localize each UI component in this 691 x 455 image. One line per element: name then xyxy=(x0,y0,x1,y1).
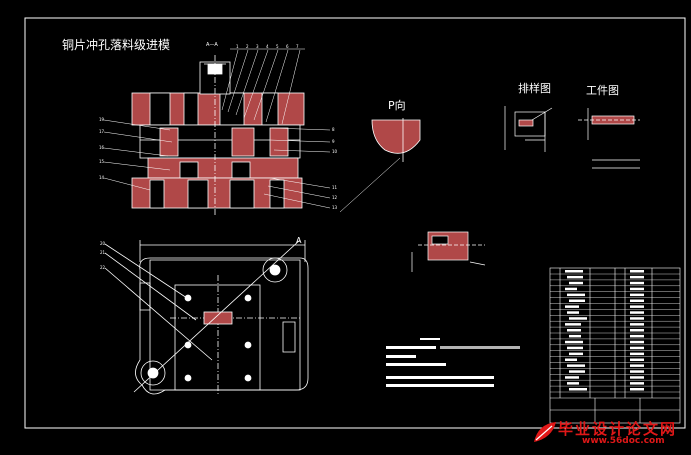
bom-row-text xyxy=(567,293,585,297)
plan_numbers-number: 21 xyxy=(100,250,106,255)
plan_numbers-number: 20 xyxy=(100,241,106,246)
bom-row-material xyxy=(630,287,644,291)
left-leaders xyxy=(103,119,173,191)
section-mark-label: A—A xyxy=(206,42,218,48)
right_numbers-number: 11 xyxy=(332,185,338,190)
left_numbers-number: 15 xyxy=(99,159,105,164)
bom-row-material xyxy=(630,364,644,367)
left_numbers-number: 16 xyxy=(99,145,105,150)
bom-row-text xyxy=(565,323,581,326)
watermark-text: 毕业设计论文网 xyxy=(558,420,678,438)
bom-row-text xyxy=(567,364,585,367)
bom-row-material xyxy=(630,329,644,332)
strip-layout-label: 排样图 xyxy=(518,82,551,95)
bom-row-material xyxy=(630,323,644,326)
bom-row-material xyxy=(630,293,644,297)
bom-row-text xyxy=(565,376,579,379)
title-block-table xyxy=(549,267,681,424)
bom-row-text xyxy=(569,299,585,302)
bom-row-material xyxy=(630,370,644,373)
bom-row-material xyxy=(630,334,644,338)
sheet-border xyxy=(24,17,686,429)
site-watermark: 毕业设计论文网 www.56doc.com xyxy=(528,416,688,450)
top_numbers-number: 4 xyxy=(266,44,269,49)
right_numbers-number: 13 xyxy=(332,205,338,210)
section-view-assembly xyxy=(131,55,305,215)
bom-row-material xyxy=(630,382,644,385)
bom-row-material xyxy=(630,340,644,344)
bom-row-text xyxy=(567,275,583,279)
bom-row-material xyxy=(630,275,644,279)
left_numbers-number: 14 xyxy=(99,175,105,180)
bom-row-text xyxy=(567,329,581,332)
bom-row-material xyxy=(630,299,644,302)
right-leaders xyxy=(263,127,401,213)
top-leaders xyxy=(221,48,305,125)
p-view-detail xyxy=(371,118,421,162)
top_numbers-number: 1 xyxy=(236,44,239,49)
bom-row-text xyxy=(569,388,587,391)
bom-row-material xyxy=(630,352,644,356)
bom-row-text xyxy=(565,340,583,344)
bom-row-material xyxy=(630,311,644,314)
bom-row-material xyxy=(630,305,644,308)
plan-view xyxy=(104,239,309,395)
section-a-marker: A xyxy=(296,236,302,245)
drawing-title: 铜片冲孔落料级进模 xyxy=(62,38,171,52)
bom-row-text xyxy=(569,352,583,356)
bom-row-text xyxy=(565,305,579,308)
technical-notes xyxy=(386,338,520,387)
bom-row-text xyxy=(567,346,583,350)
leaf-logo-icon xyxy=(534,422,556,442)
bom-row-material xyxy=(630,388,644,391)
bom-row-material xyxy=(630,358,644,361)
bom-row-text xyxy=(569,334,581,338)
left_numbers-number: 17 xyxy=(99,129,105,134)
bom-row-text xyxy=(569,281,583,285)
watermark-url: www.56doc.com xyxy=(582,436,665,446)
top_numbers-number: 7 xyxy=(296,44,299,49)
bom-row-text xyxy=(567,382,579,385)
bom-row-text xyxy=(567,311,579,314)
bom-row-material xyxy=(630,376,644,379)
top_numbers-number: 3 xyxy=(256,44,259,49)
top_numbers-number: 5 xyxy=(276,44,279,49)
part-drawing-label: 工件图 xyxy=(586,84,619,97)
bom-rows xyxy=(550,270,680,393)
bom-row-text xyxy=(569,370,585,373)
right_numbers-number: 10 xyxy=(332,149,338,154)
right_numbers-number: 12 xyxy=(332,195,338,200)
right_numbers-number: 8 xyxy=(332,127,335,132)
bom-row-text xyxy=(565,270,583,273)
strip-layout-detail xyxy=(504,106,553,152)
bom-row-material xyxy=(630,317,644,320)
bom-row-text xyxy=(565,287,577,291)
small-part-section xyxy=(411,231,486,272)
top_numbers-number: 2 xyxy=(246,44,249,49)
plan_numbers-number: 22 xyxy=(100,265,106,270)
bom-row-material xyxy=(630,346,644,350)
bom-row-text xyxy=(569,317,587,320)
bom-row-material xyxy=(630,270,644,273)
bom-row-material xyxy=(630,281,644,285)
bom-row-text xyxy=(565,358,577,361)
right_numbers-number: 9 xyxy=(332,139,335,144)
p-view-label: P向 xyxy=(388,99,406,112)
left_numbers-number: 19 xyxy=(99,117,105,122)
top_numbers-number: 6 xyxy=(286,44,289,49)
part-drawing-detail xyxy=(578,108,640,169)
